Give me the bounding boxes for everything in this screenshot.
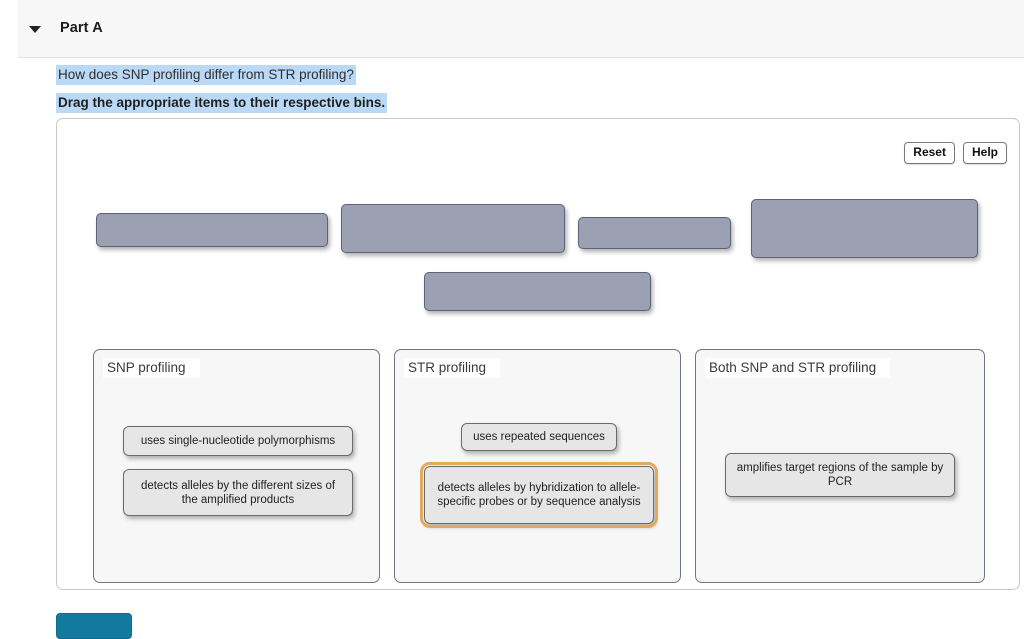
drag-source-slot-4[interactable] bbox=[751, 199, 978, 258]
answer-card[interactable]: amplifies target regions of the sample b… bbox=[725, 453, 955, 497]
answer-card-selected[interactable]: detects alleles by hybridization to alle… bbox=[420, 462, 658, 528]
bin-str-profiling[interactable]: STR profiling uses repeated sequences de… bbox=[394, 349, 681, 583]
help-button[interactable]: Help bbox=[962, 142, 1007, 164]
bin-label: SNP profiling bbox=[103, 358, 200, 378]
part-header: Part A bbox=[18, 0, 1024, 58]
bin-both-snp-and-str-profiling[interactable]: Both SNP and STR profiling amplifies tar… bbox=[695, 349, 985, 583]
question-instruction: Drag the appropriate items to their resp… bbox=[56, 93, 388, 113]
caret-down-glyph bbox=[29, 26, 41, 33]
answer-card[interactable]: uses repeated sequences bbox=[461, 423, 617, 451]
drag-drop-activity-panel: Reset Help SNP profiling uses single-nuc… bbox=[56, 118, 1020, 590]
reset-button[interactable]: Reset bbox=[904, 142, 955, 164]
bin-snp-profiling[interactable]: SNP profiling uses single-nucleotide pol… bbox=[93, 349, 380, 583]
drag-source-slot-5[interactable] bbox=[424, 272, 651, 311]
submit-button[interactable] bbox=[56, 613, 132, 639]
activity-toolbar: Reset Help bbox=[904, 142, 1007, 164]
caret-down-icon[interactable] bbox=[28, 22, 44, 36]
question-prompt: How does SNP profiling differ from STR p… bbox=[56, 65, 356, 85]
answer-card[interactable]: uses single-nucleotide polymorphisms bbox=[123, 426, 353, 456]
page-title: Part A bbox=[60, 20, 103, 36]
answer-card[interactable]: detects alleles by the different sizes o… bbox=[123, 469, 353, 516]
drag-source-slot-2[interactable] bbox=[341, 204, 565, 253]
bin-label: STR profiling bbox=[404, 358, 501, 378]
bin-label: Both SNP and STR profiling bbox=[705, 358, 891, 378]
drag-source-slot-1[interactable] bbox=[96, 213, 328, 247]
drag-source-slot-3[interactable] bbox=[578, 217, 731, 249]
